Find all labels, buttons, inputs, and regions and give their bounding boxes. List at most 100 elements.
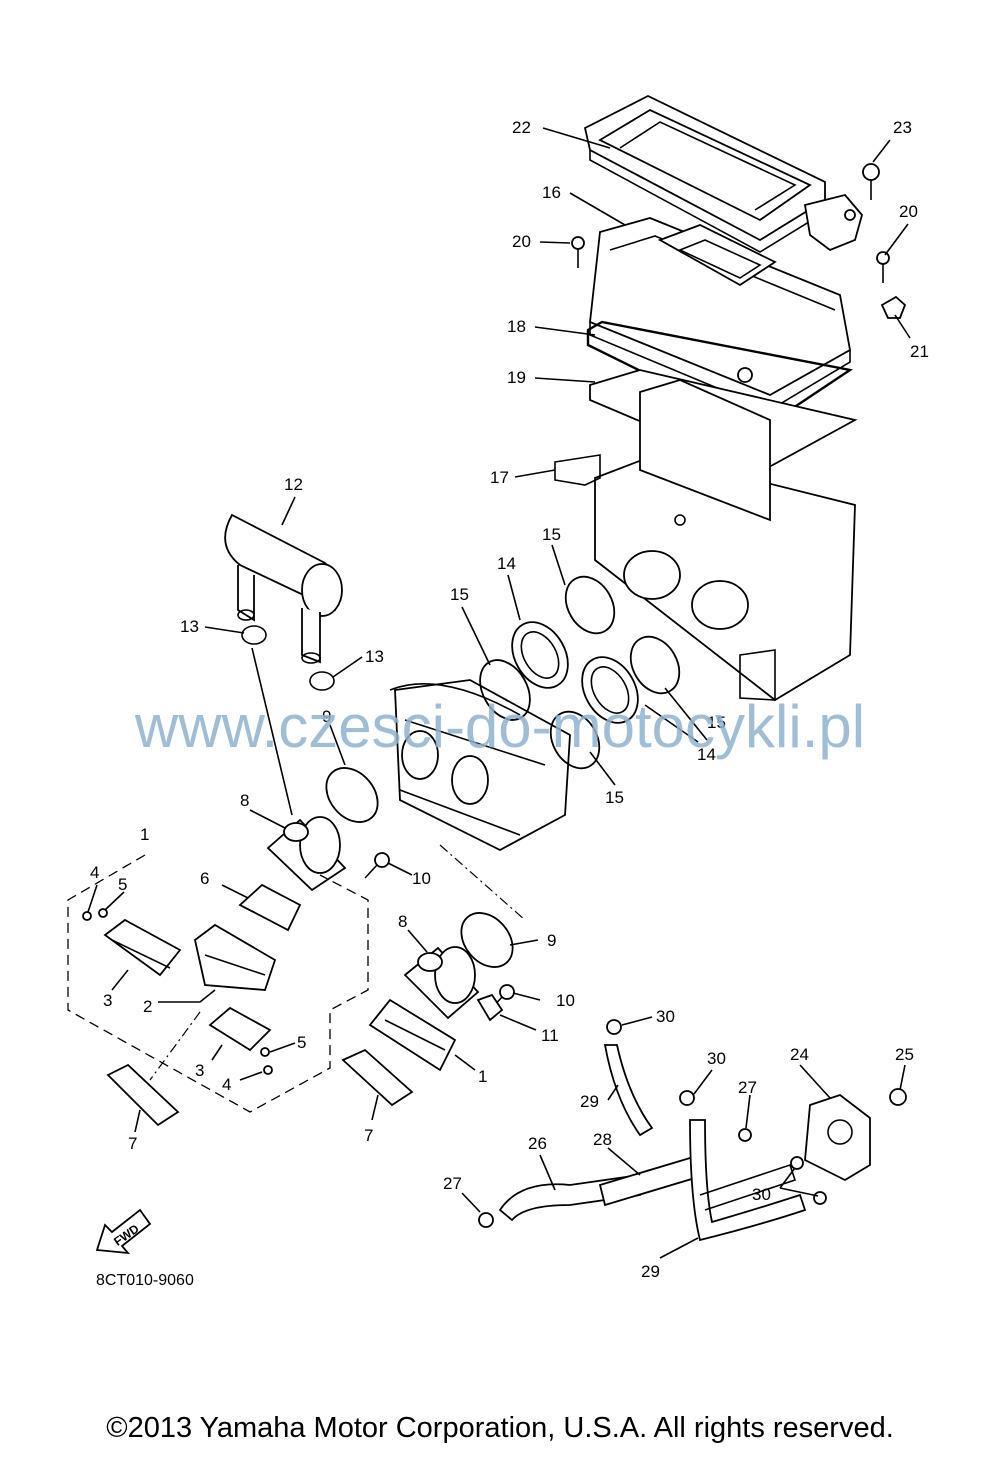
callout-29-lower: 29 bbox=[641, 1262, 660, 1281]
part-reed-valve-2 bbox=[193, 923, 277, 991]
callout-30-a: 30 bbox=[656, 1007, 675, 1026]
part-hose-28 bbox=[598, 1153, 707, 1207]
part-gasket bbox=[586, 320, 854, 432]
callout-4-upper: 4 bbox=[90, 863, 99, 882]
part-bolt-10-upper bbox=[364, 852, 390, 879]
callout-18: 18 bbox=[507, 317, 526, 336]
part-joint-14-lower bbox=[581, 656, 639, 724]
callout-15-a: 15 bbox=[542, 525, 561, 544]
part-intake-silencer bbox=[224, 513, 343, 664]
part-screw-20-right bbox=[876, 251, 890, 283]
callout-8-lower: 8 bbox=[398, 912, 407, 931]
part-clip-30-d bbox=[813, 1191, 827, 1205]
callout-7-right: 7 bbox=[364, 1126, 373, 1145]
callout-5-upper: 5 bbox=[118, 875, 127, 894]
part-clip-21 bbox=[880, 295, 907, 319]
callout-2: 2 bbox=[143, 997, 152, 1016]
part-nut-25 bbox=[889, 1088, 907, 1106]
part-washer-5-lower bbox=[260, 1047, 270, 1057]
part-carburetor-assembly bbox=[389, 679, 571, 852]
callout-5-lower: 5 bbox=[297, 1033, 306, 1052]
part-clamp-15-d bbox=[549, 710, 601, 770]
callout-13-right: 13 bbox=[365, 647, 384, 666]
callout-9-upper: 9 bbox=[322, 707, 331, 726]
callout-21: 21 bbox=[910, 342, 929, 361]
diagram-code: 8CT010-9060 bbox=[96, 1272, 194, 1289]
callout-10-lower: 10 bbox=[556, 991, 575, 1010]
callout-30-b: 30 bbox=[707, 1049, 726, 1068]
part-oring-13-left bbox=[241, 625, 267, 645]
centerline-reed bbox=[149, 1011, 201, 1081]
part-clamp-15-c bbox=[629, 635, 681, 695]
part-clip-30-a bbox=[606, 1019, 622, 1035]
callout-14-upper: 14 bbox=[497, 554, 516, 573]
part-gasket-7-right bbox=[341, 1048, 414, 1107]
part-joint-14-upper bbox=[511, 621, 569, 689]
callout-1-lower: 1 bbox=[478, 1067, 487, 1086]
callout-labels: 22 23 16 20 20 21 18 19 17 12 13 13 14 1… bbox=[90, 118, 929, 1281]
part-lower-airbox bbox=[554, 379, 856, 702]
callout-3-upper: 3 bbox=[103, 991, 112, 1010]
callout-1-upper: 1 bbox=[140, 825, 149, 844]
part-clamp-9-lower bbox=[460, 912, 514, 968]
callout-6: 6 bbox=[200, 869, 209, 888]
centerline-carb bbox=[439, 844, 526, 921]
callout-22: 22 bbox=[512, 118, 531, 137]
callout-13-left: 13 bbox=[180, 617, 199, 636]
part-clip-11 bbox=[476, 993, 504, 1022]
reed-valve-kit-outline bbox=[67, 854, 369, 1113]
part-bolt-23 bbox=[862, 163, 880, 200]
part-reed-valve-1-assembled bbox=[368, 998, 457, 1072]
part-fuel-pump-24 bbox=[804, 1093, 871, 1182]
callout-26: 26 bbox=[528, 1134, 547, 1153]
callout-15-d: 15 bbox=[605, 788, 624, 807]
callout-16: 16 bbox=[542, 183, 561, 202]
callout-19: 19 bbox=[507, 368, 526, 387]
fwd-arrow: FWD bbox=[95, 1208, 152, 1255]
callout-27-lower: 27 bbox=[443, 1174, 462, 1193]
part-clip-30-c bbox=[790, 1156, 804, 1170]
copyright-footer: ©2013 Yamaha Motor Corporation, U.S.A. A… bbox=[106, 1412, 894, 1444]
part-stopper-6 bbox=[238, 883, 302, 932]
part-clip-30-b bbox=[679, 1090, 695, 1106]
callout-30-c: 30 bbox=[752, 1185, 771, 1204]
part-washer-5-upper bbox=[98, 908, 108, 918]
callout-20-left: 20 bbox=[512, 232, 531, 251]
watermark-url: www.czesci-do-motocykli.pl bbox=[134, 693, 866, 760]
callout-14-lower: 14 bbox=[697, 745, 716, 764]
part-reed-valve-plate-3-lower bbox=[208, 1006, 272, 1052]
callout-8-upper: 8 bbox=[240, 791, 249, 810]
callout-25: 25 bbox=[895, 1045, 914, 1064]
callout-7-left: 7 bbox=[128, 1134, 137, 1153]
callout-12: 12 bbox=[284, 475, 303, 494]
callout-27-upper: 27 bbox=[738, 1078, 757, 1097]
part-clamp-9-upper bbox=[325, 767, 379, 823]
part-carb-joint-8-upper bbox=[266, 816, 347, 892]
part-clip-27-lower bbox=[478, 1212, 494, 1228]
centerline-silencer bbox=[251, 647, 293, 816]
callout-15-b: 15 bbox=[450, 585, 469, 604]
leader-lines bbox=[87, 127, 911, 1259]
part-clip-27-upper bbox=[738, 1128, 752, 1142]
callout-9-lower: 9 bbox=[547, 931, 556, 950]
part-screw-4-lower bbox=[263, 1065, 273, 1075]
callout-28: 28 bbox=[593, 1130, 612, 1149]
part-gasket-7-left bbox=[106, 1063, 180, 1127]
callout-20-right: 20 bbox=[899, 202, 918, 221]
callout-23: 23 bbox=[893, 118, 912, 137]
callout-3-lower: 3 bbox=[195, 1061, 204, 1080]
callout-4-lower: 4 bbox=[222, 1075, 231, 1094]
callout-17: 17 bbox=[490, 468, 509, 487]
callout-24: 24 bbox=[790, 1045, 809, 1064]
part-screw-20-left bbox=[571, 236, 585, 268]
part-filter-cover bbox=[583, 94, 826, 253]
callout-11: 11 bbox=[541, 1026, 559, 1045]
part-screw-4-upper bbox=[82, 911, 92, 921]
part-hose-29-upper bbox=[603, 1044, 654, 1137]
callout-15-c: 15 bbox=[707, 713, 726, 732]
callout-10-upper: 10 bbox=[412, 869, 431, 888]
part-reed-valve-plate-3-upper bbox=[103, 918, 182, 977]
part-carb-joint-8-lower bbox=[403, 946, 480, 1020]
part-oring-13-right bbox=[309, 671, 335, 691]
